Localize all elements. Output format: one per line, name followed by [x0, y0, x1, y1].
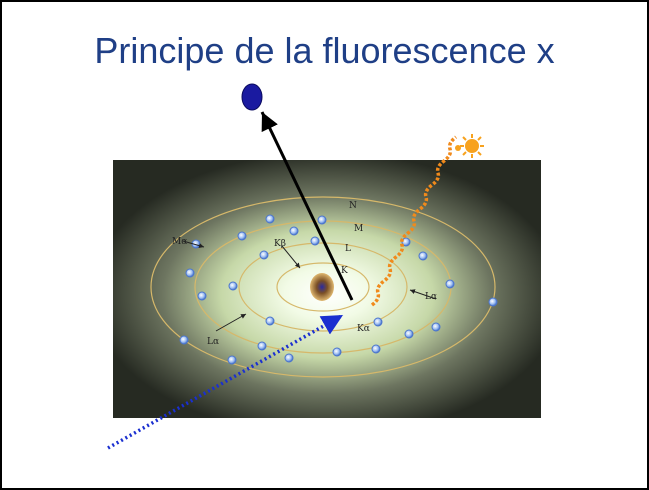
orbit-k: [276, 262, 370, 312]
incident-photon: [107, 313, 344, 450]
orbit-n: [150, 196, 496, 378]
electron-icon: [310, 236, 320, 246]
electron-icon: [431, 322, 441, 332]
transition-arrow-l: [215, 313, 247, 332]
electron-icon: [179, 335, 189, 345]
electron-icon: [404, 329, 414, 339]
shell-label-n: N: [349, 201, 357, 211]
transition-arrow-m: [182, 240, 205, 249]
electron-icon: [289, 226, 299, 236]
transition-label-ma: Mα: [172, 237, 187, 247]
transition-label-la-left: Lα: [207, 337, 219, 347]
electron-icon: [373, 317, 383, 327]
transition-label-la-right: Lα: [425, 292, 437, 302]
electron-icon: [488, 297, 498, 307]
sun-icon: [455, 134, 484, 158]
electron-icon: [185, 268, 195, 278]
electron-icon: [317, 215, 327, 225]
transition-arrow-la: [409, 289, 437, 300]
electron-icon: [265, 316, 275, 326]
transition-arrow-kb: [281, 245, 301, 269]
electron-icon: [259, 250, 269, 260]
electron-icon: [227, 355, 237, 365]
electron-icon: [284, 353, 294, 363]
electron-icon: [418, 251, 428, 261]
slide-title: Principe de la fluorescence x: [94, 30, 555, 71]
shell-label-k: K: [341, 266, 348, 276]
electron-icon: [445, 279, 455, 289]
electron-icon: [332, 347, 342, 357]
shell-label-m: M: [354, 224, 363, 234]
transition-label-ka: Kα: [357, 324, 370, 334]
electron-icon: [237, 231, 247, 241]
electron-icon: [371, 344, 381, 354]
electron-icon: [265, 214, 275, 224]
fluorescence-photon: [370, 135, 458, 307]
transition-label-kb: Kβ: [274, 239, 286, 249]
electrons: [179, 214, 498, 365]
nucleus-icon: [310, 273, 334, 301]
ejected-electron-icon: [241, 83, 263, 111]
shell-label-l: L: [345, 244, 351, 254]
ejected-electron-track: [260, 111, 354, 301]
electron-icon: [401, 237, 411, 247]
electron-icon: [197, 291, 207, 301]
electron-icon: [228, 281, 238, 291]
electron-icon: [257, 341, 267, 351]
